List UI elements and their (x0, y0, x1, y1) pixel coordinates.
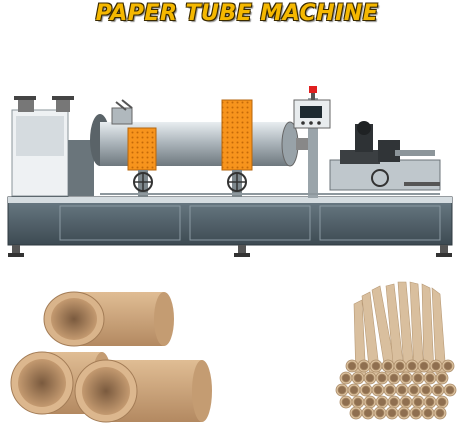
tube-end-hole (341, 397, 351, 407)
page-title: PAPER TUBE MACHINE (95, 1, 379, 26)
tube-end-hole (385, 385, 395, 395)
tube-end-hole (353, 373, 363, 383)
tube-end-hole (373, 385, 383, 395)
gearbox (11, 96, 94, 197)
small-tube-bundle (335, 281, 457, 420)
tube-end-hole (423, 408, 433, 418)
machine-feet (8, 245, 452, 257)
tube-end-hole (425, 373, 435, 383)
tube-end-hole (401, 397, 411, 407)
tube-end-hole (407, 361, 417, 371)
tube-end-hole (421, 385, 431, 395)
tube-end-hole (371, 361, 381, 371)
tube-end-hole (347, 361, 357, 371)
tube-end-hole (433, 385, 443, 395)
tube-end-hole (409, 385, 419, 395)
tube-end-hole (419, 361, 429, 371)
machine-base (7, 196, 453, 246)
tube-end-hole (387, 408, 397, 418)
tube-end-hole (377, 373, 387, 383)
tube-end-hole (337, 385, 347, 395)
tube-end-hole (361, 385, 371, 395)
tube-end-hole (413, 397, 423, 407)
tube-end-hole (365, 373, 375, 383)
tube-end-hole (341, 373, 351, 383)
tube-end-hole (383, 361, 393, 371)
tube-end-hole (435, 408, 445, 418)
winding-drum (90, 99, 310, 167)
tube-end-hole (377, 397, 387, 407)
tube-end-hole (363, 408, 373, 418)
warning-light-icon (309, 86, 317, 100)
tube-end-hole (437, 397, 447, 407)
large-paper-tubes (10, 291, 212, 423)
tube-end-hole (397, 385, 407, 395)
tube-end-hole (389, 373, 399, 383)
tube-end-hole (445, 385, 455, 395)
cutting-unit (329, 121, 441, 191)
paper-tube (43, 291, 174, 347)
orange-guard-right (221, 99, 253, 171)
tube-end-hole (425, 397, 435, 407)
paper-tube (74, 359, 212, 423)
tube-end-hole (351, 408, 361, 418)
tube-end-hole (431, 361, 441, 371)
handwheel-left (133, 170, 153, 197)
tube-end-hole (437, 373, 447, 383)
orange-guard-left (127, 127, 157, 171)
tube-end-hole (349, 385, 359, 395)
tube-end-hole (411, 408, 421, 418)
tube-end-hole (395, 361, 405, 371)
tube-end-hole (389, 397, 399, 407)
tube-end-hole (353, 397, 363, 407)
handwheel-right (227, 170, 247, 197)
tube-end-hole (413, 373, 423, 383)
tube-end-hole (359, 361, 369, 371)
machine (7, 86, 453, 257)
tube-end-hole (399, 408, 409, 418)
tube-end-hole (401, 373, 411, 383)
tube-end-hole (365, 397, 375, 407)
tube-end-hole (443, 361, 453, 371)
tube-end-hole (375, 408, 385, 418)
